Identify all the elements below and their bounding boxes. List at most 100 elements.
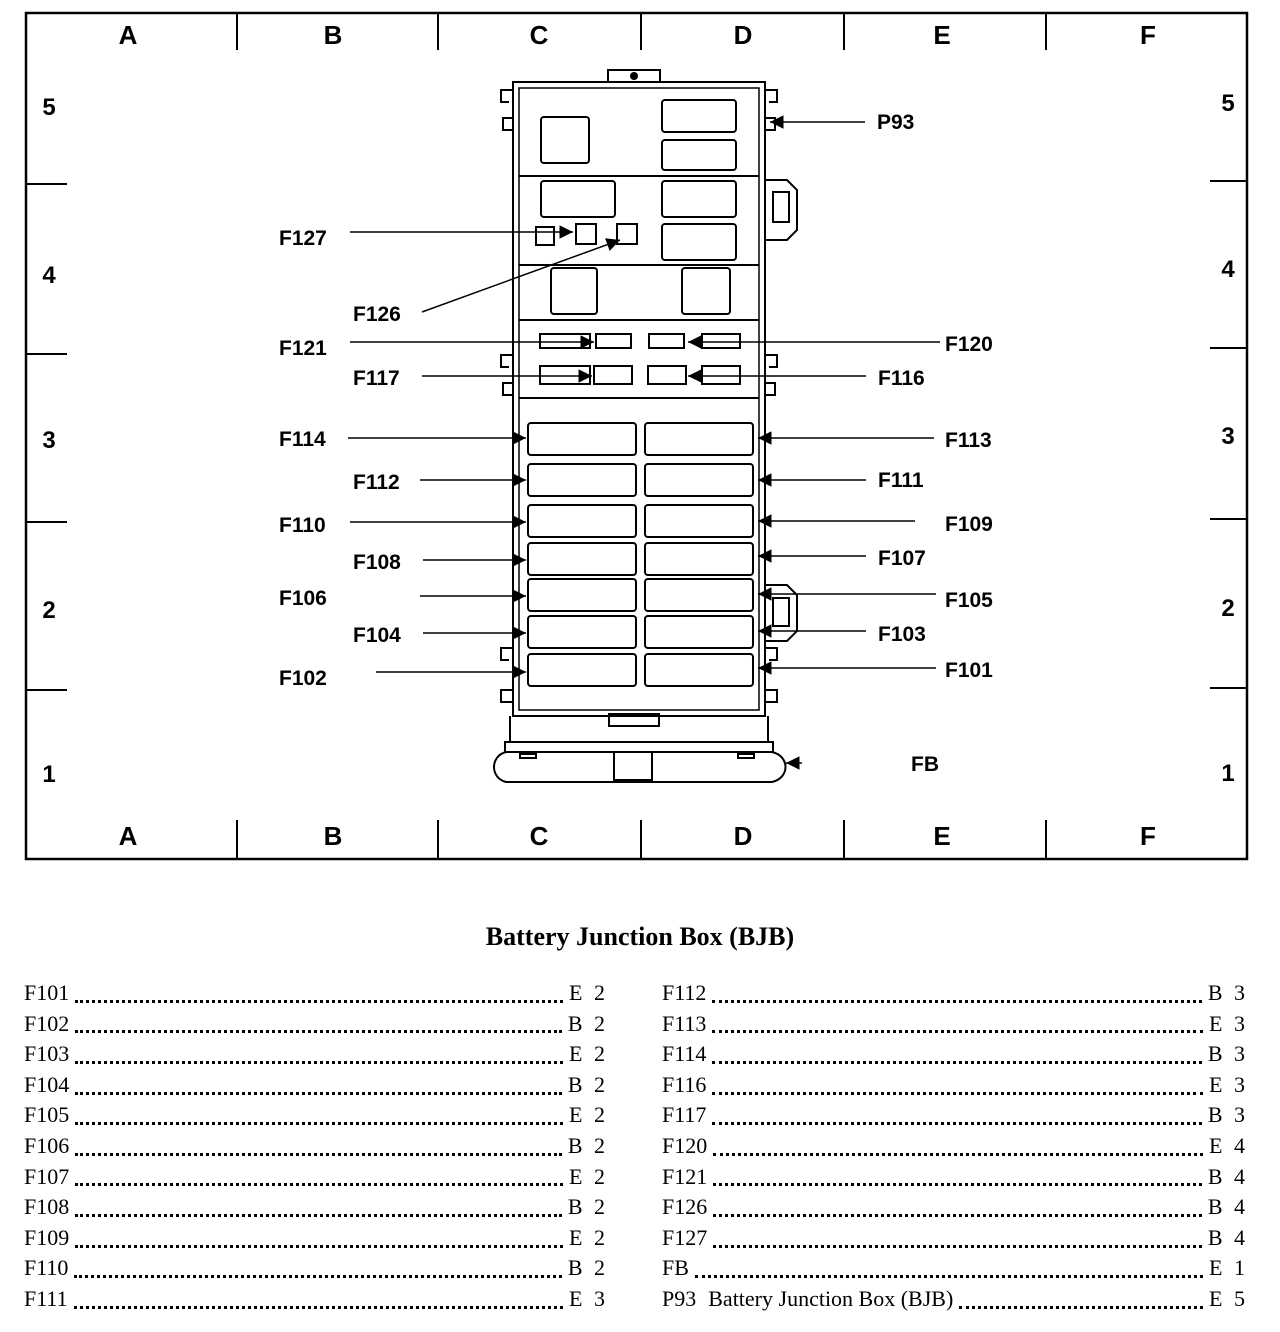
- legend-location: B 4: [1207, 1163, 1248, 1189]
- dot-leader: [75, 1122, 564, 1126]
- legend-code: F112: [662, 980, 707, 1005]
- column-ticks: [236, 13, 1047, 859]
- legend-location: E 4: [1209, 1132, 1248, 1158]
- callout-f113: F113: [945, 429, 992, 452]
- legend-description: Battery Junction Box (BJB): [708, 1285, 954, 1311]
- legend-code: F101: [24, 980, 70, 1005]
- col-label-b-top: B: [324, 20, 343, 50]
- callout-f126: F126: [353, 303, 401, 326]
- col-label-e-top: E: [933, 20, 950, 50]
- row-label-2-right: 2: [1221, 595, 1234, 622]
- callout-fb: FB: [911, 753, 939, 776]
- dot-leader: [73, 1305, 564, 1309]
- row-label-3-right: 3: [1221, 423, 1234, 450]
- dot-leader: [75, 1183, 564, 1187]
- junction-box-drawing: [493, 69, 798, 783]
- legend-row: F105 E 2: [24, 1102, 608, 1133]
- legend-location: E 2: [569, 980, 608, 1005]
- col-label-c-bottom: C: [530, 821, 549, 851]
- row-label-5-left: 5: [42, 94, 55, 121]
- col-label-b-bottom: B: [324, 821, 343, 851]
- legend-code: F127: [662, 1224, 708, 1250]
- dot-leader: [712, 1122, 1202, 1126]
- legend-row: F113 E 3: [662, 1011, 1248, 1042]
- col-label-d-top: D: [734, 20, 753, 50]
- dot-leader: [75, 1060, 564, 1064]
- legend-code: F108: [24, 1194, 70, 1220]
- legend-code: F106: [24, 1132, 70, 1158]
- legend-row: F106 B 2: [24, 1133, 608, 1164]
- dot-leader: [75, 1152, 562, 1156]
- callout-f109: F109: [945, 513, 993, 536]
- legend-code: F110: [24, 1255, 69, 1281]
- dot-leader: [712, 1091, 1204, 1095]
- callout-f116: F116: [878, 367, 925, 390]
- legend-row: F121 B 4: [662, 1164, 1248, 1195]
- legend-location: E 1: [1209, 1255, 1248, 1281]
- row-label-1-right: 1: [1221, 760, 1234, 787]
- callout-f127: F127: [279, 227, 327, 250]
- callout-f120: F120: [945, 333, 993, 356]
- legend-location: E 2: [569, 1102, 608, 1128]
- legend-code: F104: [24, 1071, 70, 1097]
- dot-leader: [712, 1060, 1202, 1064]
- legend-location: B 4: [1207, 1194, 1248, 1220]
- callout-f121: F121: [279, 337, 327, 360]
- callout-f110: F110: [279, 514, 326, 537]
- legend-code: F109: [24, 1224, 70, 1250]
- dot-leader: [713, 1152, 1204, 1156]
- legend-code: F114: [662, 1041, 707, 1067]
- dot-leader: [959, 1305, 1204, 1309]
- legend-location: E 2: [569, 1224, 608, 1250]
- callout-f104: F104: [353, 624, 401, 647]
- legend-code: F102: [24, 1010, 70, 1036]
- legend-code: F103: [24, 1041, 70, 1067]
- legend-code: F105: [24, 1102, 70, 1128]
- legend-row: F101 E 2: [24, 980, 608, 1011]
- row-label-4-right: 4: [1221, 256, 1235, 283]
- dot-leader: [694, 1275, 1204, 1279]
- legend-code: F111: [24, 1285, 68, 1311]
- legend-location: B 3: [1207, 1102, 1248, 1128]
- dot-leader: [75, 1091, 562, 1095]
- col-label-c-top: C: [530, 20, 549, 50]
- legend-location: B 3: [1207, 980, 1248, 1005]
- col-label-d-bottom: D: [734, 821, 753, 851]
- legend-row: F108 B 2: [24, 1194, 608, 1225]
- callout-f103: F103: [878, 623, 926, 646]
- dot-leader: [712, 1030, 1204, 1034]
- legend-location: B 2: [567, 1010, 608, 1036]
- legend-location: B 3: [1207, 1041, 1248, 1067]
- callout-f108: F108: [353, 551, 401, 574]
- row-label-1-left: 1: [42, 761, 55, 788]
- row-label-2-left: 2: [42, 597, 55, 624]
- col-label-f-top: F: [1140, 20, 1156, 50]
- table-title: Battery Junction Box (BJB): [485, 922, 795, 951]
- legend-location: B 4: [1207, 1224, 1248, 1250]
- legend-code: F120: [662, 1132, 708, 1158]
- dot-leader: [75, 1244, 564, 1248]
- legend-location: E 3: [1209, 1071, 1248, 1097]
- callout-f111: F111: [878, 469, 924, 492]
- legend-row: FB E 1: [662, 1255, 1248, 1286]
- dot-leader: [713, 1244, 1202, 1248]
- dot-leader: [75, 999, 564, 1003]
- legend-row: F102 B 2: [24, 1011, 608, 1042]
- grid-frame: [24, 11, 1249, 861]
- legend-location: E 3: [1209, 1010, 1248, 1036]
- legend-code: F113: [662, 1010, 707, 1036]
- bjb-location-diagram: A B C D E F A B C D E F 5 4 3 2 1 5 4 3 …: [24, 11, 1249, 861]
- legend-location: B 2: [567, 1132, 608, 1158]
- row-label-5-right: 5: [1221, 90, 1234, 117]
- dot-leader: [75, 1030, 562, 1034]
- legend-code: FB: [662, 1255, 689, 1281]
- legend-location: B 2: [567, 1194, 608, 1220]
- legend-code: F121: [662, 1163, 708, 1189]
- row-label-4-left: 4: [42, 262, 56, 289]
